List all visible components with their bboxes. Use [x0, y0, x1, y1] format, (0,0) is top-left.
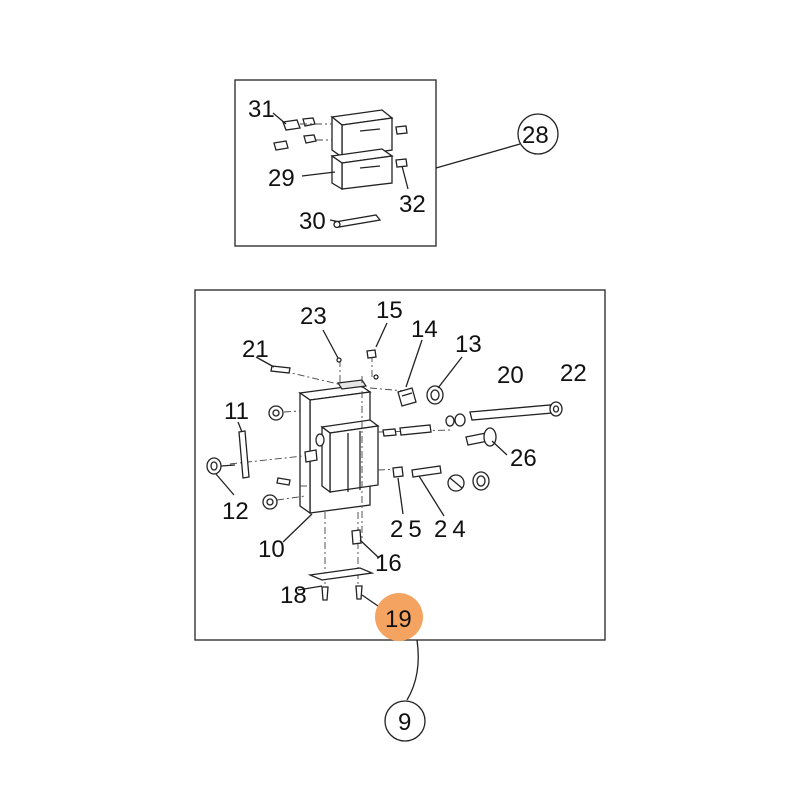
part-nut-lower[interactable] [262, 494, 278, 510]
assembly-9: 23 15 14 13 21 20 22 11 26 12 25 24 10 1… [194, 289, 606, 641]
part-15[interactable] [366, 349, 377, 359]
part-26[interactable] [465, 427, 497, 447]
label-26: 26 [510, 445, 537, 472]
part-16[interactable] [351, 529, 362, 545]
part-pin-30[interactable] [333, 214, 382, 229]
label-19: 19 [385, 606, 412, 633]
label-29: 29 [268, 165, 295, 192]
part-screw-18[interactable] [321, 586, 329, 601]
part-screws-31[interactable] [273, 117, 332, 151]
part-22[interactable] [549, 401, 563, 417]
label-13: 13 [455, 331, 482, 358]
callout-circle-28[interactable] [517, 113, 559, 155]
label-30: 30 [299, 208, 326, 235]
part-screw-21[interactable] [270, 365, 291, 374]
highlight-circle [375, 593, 423, 641]
label-14: 14 [411, 316, 438, 343]
subassembly-28: 31 29 30 32 [234, 79, 437, 247]
subassembly-28-frame [234, 79, 437, 247]
part-25[interactable] [392, 466, 404, 478]
part-housing-10[interactable] [298, 379, 380, 515]
label-32: 32 [399, 191, 426, 218]
part-nut-upper[interactable] [268, 405, 284, 421]
label-11: 11 [224, 398, 249, 425]
part-screw-19[interactable] [355, 585, 363, 600]
part-ring-lower[interactable] [472, 471, 490, 491]
label-31: 31 [248, 96, 275, 123]
label-12: 12 [222, 498, 249, 525]
label-10: 10 [258, 536, 285, 563]
label-23: 23 [300, 303, 327, 330]
label-21: 21 [242, 336, 269, 363]
callout-28: 28 [522, 122, 549, 149]
callout-circle-9[interactable] [384, 700, 426, 742]
part-14[interactable] [397, 387, 417, 407]
part-knob-lower[interactable] [447, 474, 465, 492]
label-20: 20 [497, 362, 524, 389]
part-shaft-20[interactable] [445, 404, 553, 427]
part-setscrews-32[interactable] [395, 125, 408, 168]
part-plate[interactable] [307, 567, 375, 581]
label-16: 16 [375, 550, 402, 577]
label-22: 22 [560, 360, 587, 387]
part-13[interactable] [426, 385, 444, 405]
part-bar-11[interactable] [238, 430, 250, 479]
highlight-callout-19[interactable]: 19 [375, 593, 423, 641]
label-24: 24 [434, 516, 471, 543]
label-15: 15 [376, 297, 403, 324]
part-24[interactable] [411, 465, 442, 478]
part-knob-12[interactable] [206, 457, 236, 475]
label-18: 18 [280, 582, 307, 609]
part-block-29[interactable] [330, 109, 394, 191]
callout-9: 9 [398, 709, 411, 736]
label-25: 25 [390, 516, 427, 543]
